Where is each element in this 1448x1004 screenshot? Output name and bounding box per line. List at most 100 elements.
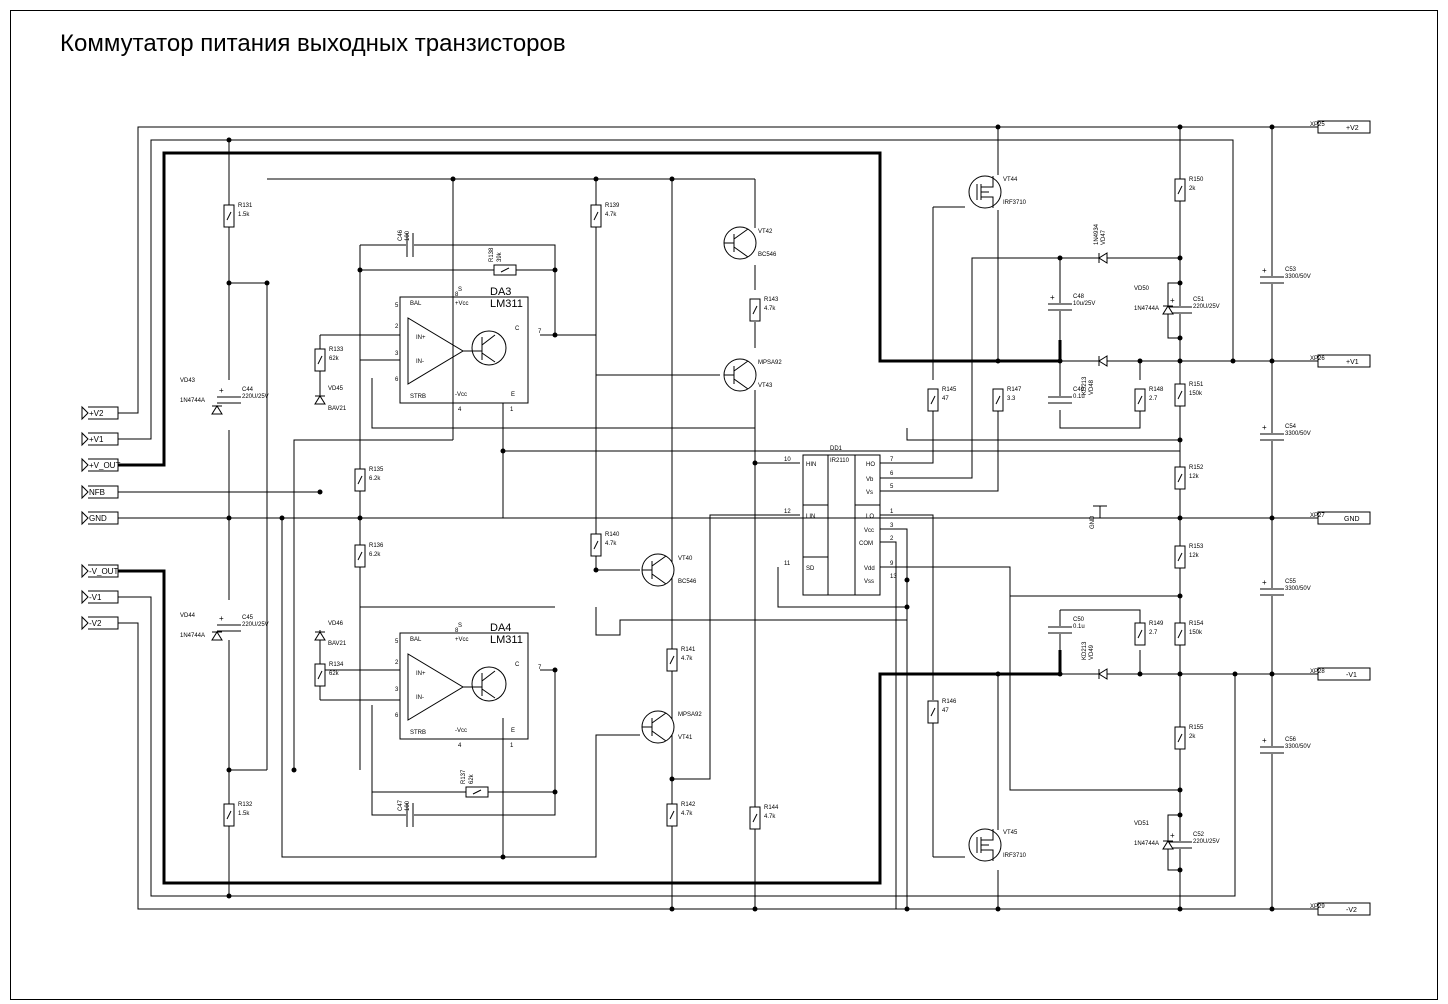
capacitor-gap	[217, 396, 241, 404]
pin-number: 2	[395, 660, 399, 666]
resistor-ref: R143	[764, 297, 779, 303]
diode-value: BAV21	[328, 406, 347, 412]
capacitor-plates	[1260, 433, 1284, 441]
resistor-value: 47	[942, 708, 949, 714]
diode-body	[314, 631, 326, 641]
resistors: R1311.5kR1321.5kR13362kR13462kR1356.2kR1…	[223, 177, 1204, 830]
transistor-value: MPSA92	[758, 360, 782, 366]
pin-name: HIN	[806, 462, 816, 468]
pin-name: IN+	[416, 335, 426, 341]
resistor-value: 12k	[1189, 474, 1200, 480]
diode-value: 1N4744A	[180, 398, 205, 404]
comparator-ref: DA4	[490, 622, 511, 634]
capacitor-value: 220U/25V	[1193, 839, 1220, 845]
pin-name: Vss	[864, 579, 874, 585]
pin-number: 12	[784, 509, 791, 515]
resistor-mark	[1177, 552, 1183, 562]
polarity-mark: +	[1170, 296, 1175, 305]
resistor-ref: R141	[681, 647, 696, 653]
resistor-value: 4.7k	[764, 814, 776, 820]
capacitor-plates	[406, 233, 414, 257]
transistor-value: IRF3710	[1003, 200, 1027, 206]
pin-name: LO	[866, 514, 874, 520]
capacitor-gap	[1048, 626, 1072, 634]
resistor-value: 150k	[1189, 391, 1203, 397]
left-port-flags: +V2 +V1 +V_OUT NFB GND -V_OUT -V1 -V2	[81, 405, 120, 631]
resistor-mark	[1137, 395, 1143, 405]
resistor-ref: R132	[238, 802, 253, 808]
pin-name: S	[458, 287, 462, 293]
diode-value: 1N4744A	[1134, 306, 1159, 312]
diode-body	[211, 405, 223, 415]
resistor-ref: R147	[1007, 387, 1022, 393]
resistor-mark	[1137, 629, 1143, 639]
pin-number: 5	[890, 484, 894, 490]
capacitor-ref: C53	[1285, 267, 1297, 273]
capacitor-value: 0.1u	[1073, 624, 1085, 630]
pin-number: 3	[890, 523, 894, 529]
transistors: VT42BC546VT43MPSA92VT40BC546VT41MPSA92VT…	[641, 175, 1027, 862]
polarity-mark: +	[1050, 293, 1055, 302]
port-label: -V1	[1346, 672, 1357, 679]
pin-name: Vcc	[864, 528, 874, 534]
pin-number: 10	[784, 457, 791, 463]
driver-type: IR2110	[830, 458, 850, 464]
capacitor-ref: C47	[398, 799, 404, 811]
resistor: R144 4.7k	[749, 805, 779, 830]
resistor-ref: R144	[764, 805, 779, 811]
pin-name: IN-	[416, 359, 424, 365]
port-label: GND	[1344, 516, 1360, 523]
capacitor-gap	[1260, 588, 1284, 596]
resistor-value: 4.7k	[681, 811, 693, 817]
diode-value: 1N4744A	[180, 633, 205, 639]
port-ref: XP25	[1310, 122, 1325, 128]
pin-number: 1	[510, 743, 514, 749]
pin-name: E	[511, 392, 515, 398]
port-label: -V1	[89, 593, 102, 602]
polarity-mark: +	[1170, 831, 1175, 840]
diode-ref: VD48	[1089, 379, 1095, 395]
pin-name: SD	[806, 566, 815, 572]
capacitor-plates	[1048, 626, 1072, 634]
pin-name: HO	[866, 462, 875, 468]
pin-number: 7	[538, 665, 542, 671]
capacitor-ref: C44	[242, 387, 254, 393]
transistor-symbol	[976, 829, 994, 861]
transistor-ref: VT41	[678, 735, 693, 741]
capacitor-value: 10u/25V	[1073, 301, 1095, 307]
port-label: GND	[89, 514, 107, 523]
pin-name: STRB	[410, 394, 426, 400]
junction-dots	[226, 124, 1275, 912]
resistor-ref: R145	[942, 387, 957, 393]
transistor-value: BC546	[758, 252, 777, 258]
diode-value: KD213	[1082, 641, 1088, 660]
capacitor-value: 3300/50V	[1285, 274, 1311, 280]
resistor-mark	[226, 211, 232, 221]
port-label: NFB	[89, 488, 105, 497]
drawing-frame	[10, 10, 1438, 1000]
transistor-ref: VT44	[1003, 177, 1018, 183]
resistor-mark	[593, 211, 599, 221]
resistor-value: 47	[942, 396, 949, 402]
resistor-value: 4.7k	[764, 306, 776, 312]
pin-number: 4	[458, 743, 462, 749]
comparator-ref: DA3	[490, 286, 511, 298]
diode-body	[1162, 305, 1174, 315]
pin-number: 8	[455, 628, 459, 634]
